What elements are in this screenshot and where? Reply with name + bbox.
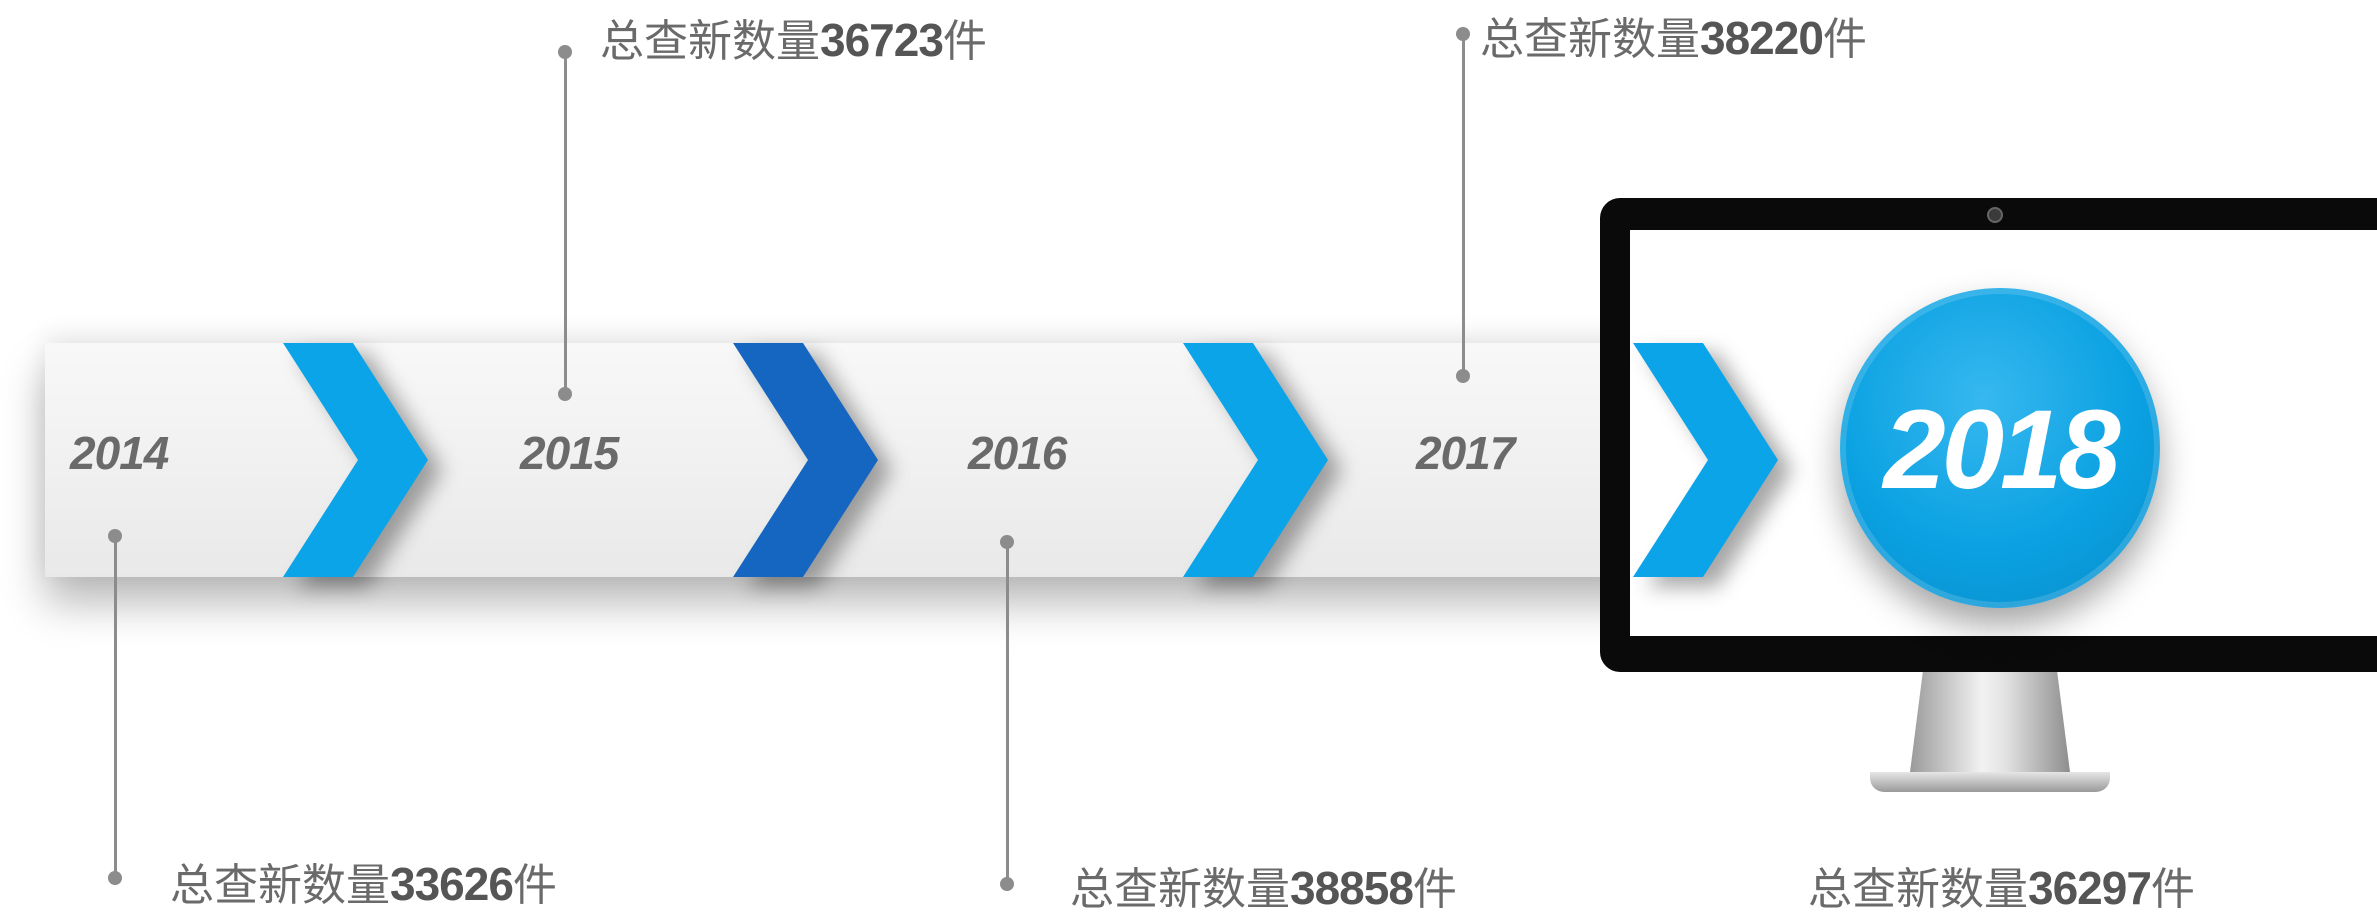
monitor-stand [1910, 672, 2070, 772]
stat-2015: 总查新数量36723件 [600, 10, 987, 70]
stat-prefix: 总查新数量 [1808, 864, 2028, 915]
chevron-arrow-3 [1183, 343, 1328, 577]
stat-suffix: 件 [512, 860, 557, 911]
stat-prefix: 总查新数量 [170, 860, 390, 911]
pin-line-2016 [1006, 542, 1009, 882]
stat-2014: 总查新数量33626件 [170, 854, 557, 914]
pin-dot-2014-end [108, 871, 122, 885]
stat-suffix: 件 [1822, 14, 1867, 65]
stat-prefix: 总查新数量 [1070, 864, 1290, 915]
chevron-arrow-4 [1633, 343, 1778, 577]
year-label-2017: 2017 [1416, 427, 1515, 479]
year-label-2018: 2018 [1883, 387, 2120, 512]
stat-count: 36297 [2028, 862, 2152, 914]
pin-dot-2015 [558, 387, 572, 401]
pin-dot-2016-end [1000, 877, 1014, 891]
pin-dot-2017 [1456, 369, 1470, 383]
monitor-stand-base [1870, 772, 2110, 792]
stat-2018: 总查新数量36297件 [1808, 858, 2195, 918]
stat-count: 38220 [1700, 12, 1824, 64]
stat-2016: 总查新数量38858件 [1070, 858, 1457, 918]
stat-count: 38858 [1290, 862, 1414, 914]
pin-line-2015 [564, 52, 567, 392]
year-label-2015: 2015 [520, 427, 619, 479]
chevron-arrow-2 [733, 343, 878, 577]
stat-count: 33626 [390, 858, 514, 910]
stat-suffix: 件 [942, 16, 987, 67]
stat-prefix: 总查新数量 [600, 16, 820, 67]
pin-line-2017 [1462, 34, 1465, 374]
webcam-icon [1987, 207, 2003, 223]
stat-prefix: 总查新数量 [1480, 14, 1700, 65]
pin-line-2014 [114, 536, 117, 876]
chevron-arrow-1 [283, 343, 428, 577]
stat-2017: 总查新数量38220件 [1480, 8, 1867, 68]
year-label-2014: 2014 [70, 427, 169, 479]
year-circle-2018 [1840, 288, 2160, 608]
stat-suffix: 件 [1412, 864, 1457, 915]
stat-count: 36723 [820, 14, 944, 66]
year-label-2016: 2016 [968, 427, 1067, 479]
stat-suffix: 件 [2150, 864, 2195, 915]
